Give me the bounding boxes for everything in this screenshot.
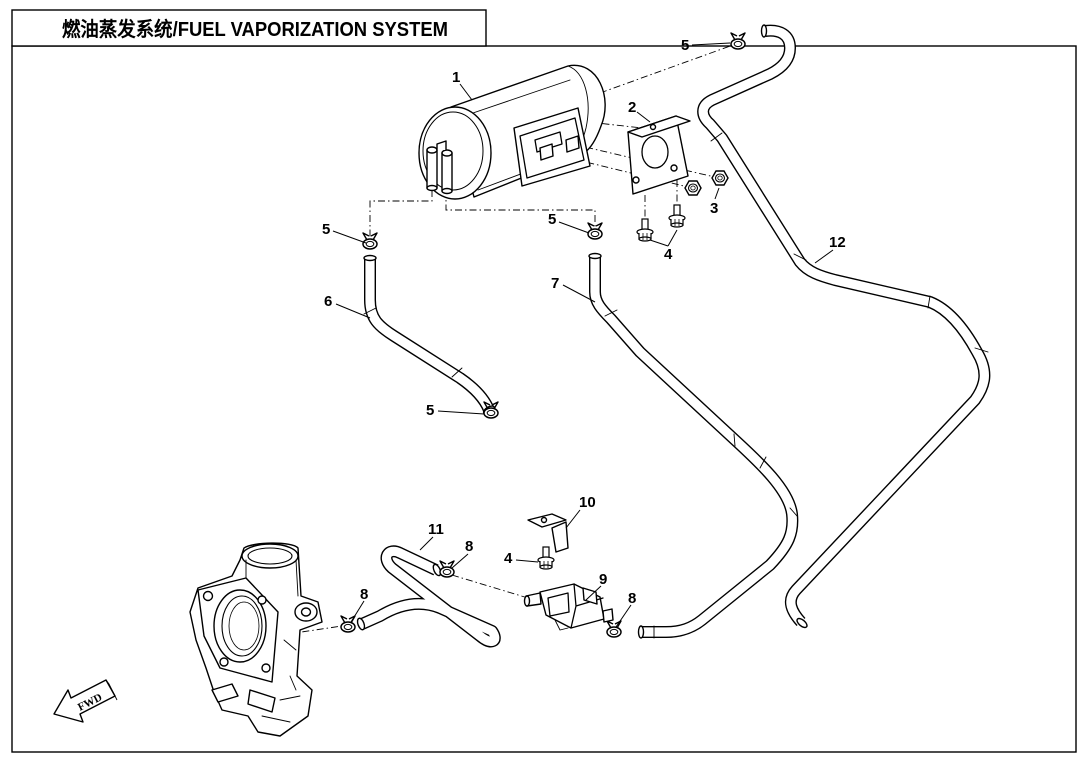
hose-7 bbox=[588, 254, 797, 639]
callout-5: 5 bbox=[681, 37, 689, 54]
hose-11 bbox=[356, 551, 495, 641]
callout-10: 10 bbox=[579, 494, 596, 511]
callout-8: 8 bbox=[628, 590, 636, 607]
diagram-title: 燃油蒸发系统/FUEL VAPORIZATION SYSTEM bbox=[62, 17, 448, 41]
canister-bracket bbox=[627, 115, 691, 195]
callout-8: 8 bbox=[465, 538, 473, 555]
nut bbox=[711, 170, 729, 186]
purge-valve bbox=[523, 583, 614, 631]
charcoal-canister bbox=[418, 64, 606, 200]
callout-5: 5 bbox=[426, 402, 434, 419]
callout-2: 2 bbox=[628, 99, 636, 116]
callout-8: 8 bbox=[360, 586, 368, 603]
callout-12: 12 bbox=[829, 234, 846, 251]
hose-12 bbox=[703, 24, 988, 629]
valve-bracket bbox=[527, 513, 569, 553]
callout-7: 7 bbox=[551, 275, 559, 292]
hose-clamp bbox=[730, 32, 746, 50]
callout-1: 1 bbox=[452, 69, 460, 86]
callout-9: 9 bbox=[599, 571, 607, 588]
callout-11: 11 bbox=[428, 521, 444, 538]
nut bbox=[684, 180, 702, 196]
drawing-frame bbox=[11, 9, 1077, 753]
callout-4: 4 bbox=[504, 550, 513, 567]
bolt bbox=[636, 218, 654, 242]
callout-3: 3 bbox=[710, 200, 718, 217]
bolt bbox=[668, 204, 686, 228]
hose-6 bbox=[363, 256, 496, 416]
callouts: 1 2 3 4 4 5 5 5 5 6 7 8 8 8 9 10 11 12 bbox=[322, 37, 846, 607]
callout-4: 4 bbox=[664, 246, 673, 263]
callout-5: 5 bbox=[322, 221, 330, 238]
callout-6: 6 bbox=[324, 293, 332, 310]
hose-clamp bbox=[439, 560, 455, 578]
callout-5: 5 bbox=[548, 211, 556, 228]
leader-lines bbox=[332, 42, 834, 628]
bolt bbox=[537, 546, 555, 570]
throttle-body bbox=[189, 542, 323, 737]
forward-arrow: FWD bbox=[53, 679, 118, 723]
